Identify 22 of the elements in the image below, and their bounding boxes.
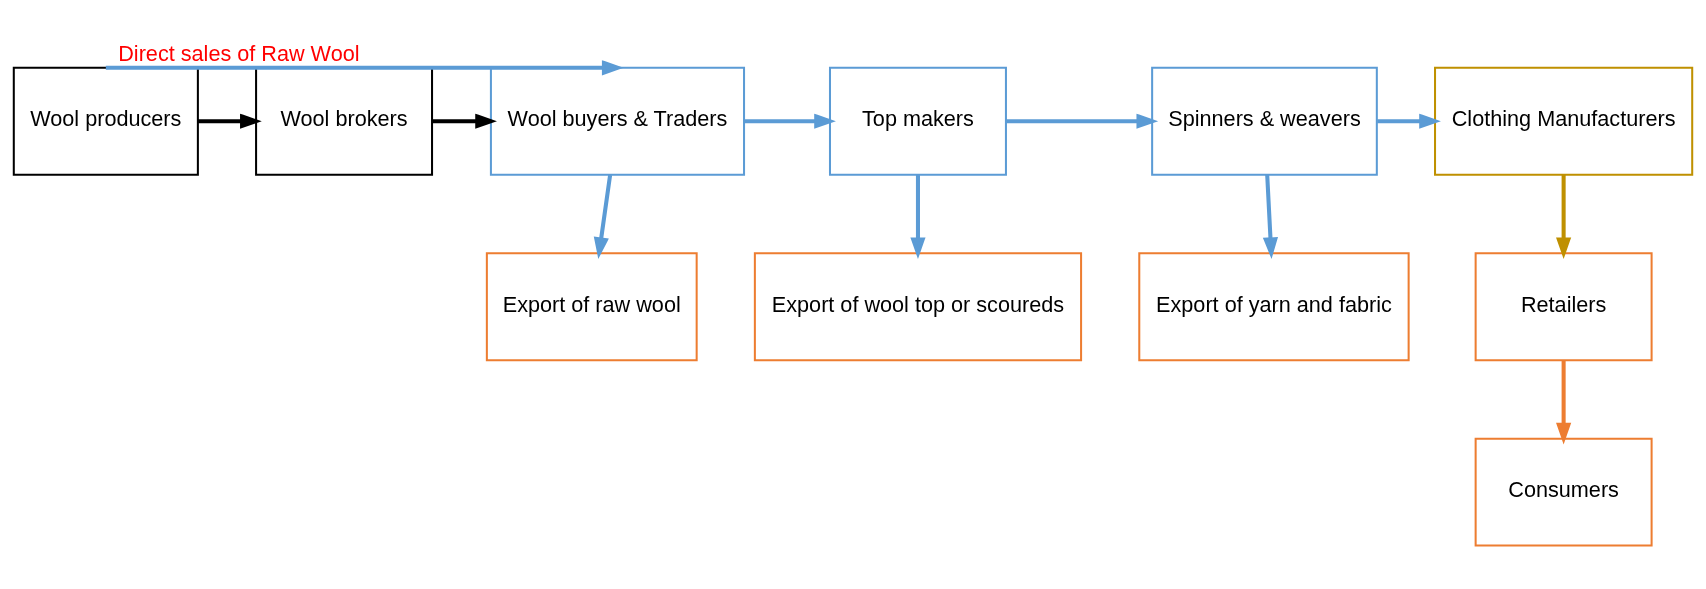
node-box: Wool buyers & Traders xyxy=(489,66,746,176)
node-box: Spinners & weavers xyxy=(1151,66,1378,176)
node-box: Export of yarn and fabric xyxy=(1138,252,1410,362)
arrow xyxy=(1556,360,1572,445)
arrow xyxy=(910,174,926,260)
edge-label: Direct sales of Raw Wool xyxy=(118,40,360,66)
arrow xyxy=(105,60,624,76)
arrow xyxy=(1556,174,1572,260)
arrow xyxy=(432,113,497,129)
node-box: Consumers xyxy=(1474,437,1653,547)
node-box: Clothing Manufacturers xyxy=(1434,66,1694,176)
arrow xyxy=(744,113,836,129)
arrow xyxy=(1262,174,1279,260)
node-box: Export of raw wool xyxy=(485,252,698,362)
node-box: Export of wool top or scoureds xyxy=(753,252,1083,362)
node-box: Top makers xyxy=(828,66,1007,176)
arrow xyxy=(1377,113,1441,129)
arrow xyxy=(1006,113,1159,129)
node-box: Wool producers xyxy=(12,66,199,176)
node-box: Retailers xyxy=(1474,252,1653,362)
arrow xyxy=(593,174,613,260)
arrow xyxy=(197,113,262,129)
